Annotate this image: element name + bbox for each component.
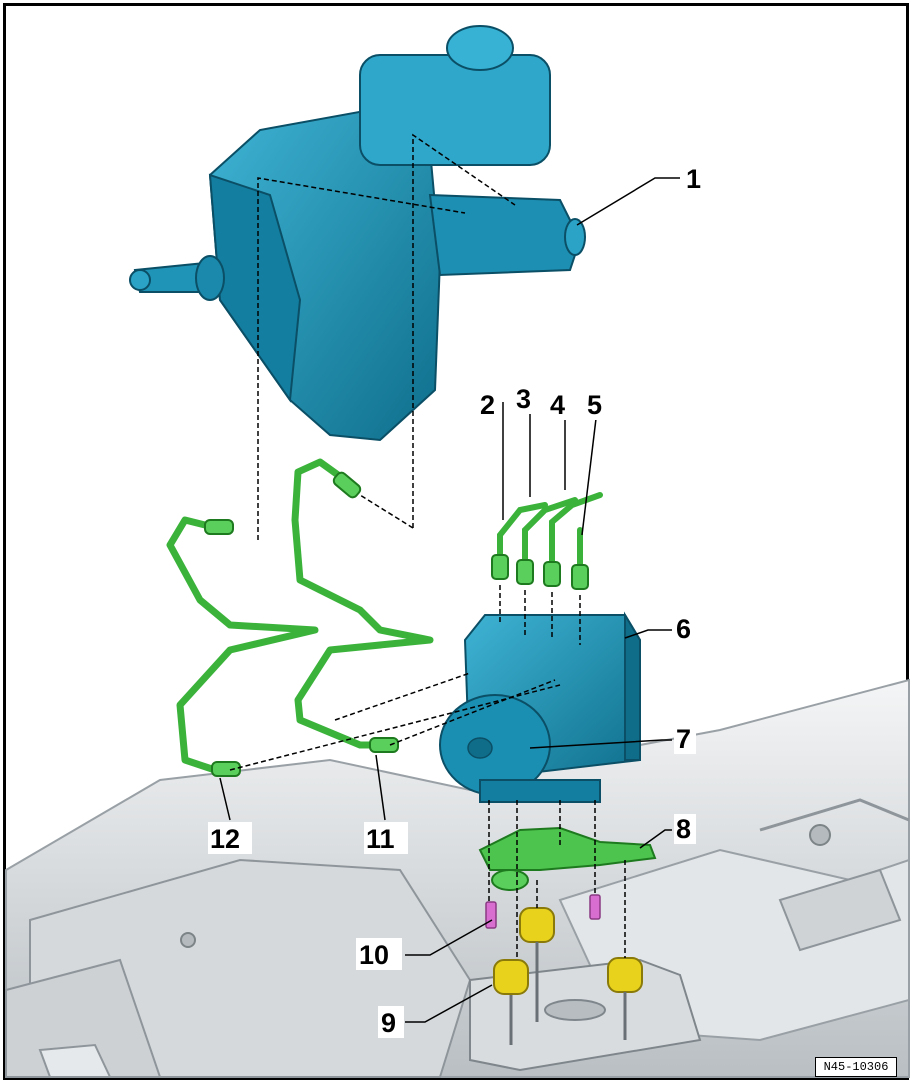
figure-reference-code: N45-10306 (815, 1057, 897, 1077)
abs-control-unit (439, 611, 641, 803)
callout-6: 6 (674, 614, 696, 644)
brake-line-11-upper-fitting (332, 471, 362, 499)
vehicle-body-panel (5, 678, 910, 1078)
brake-line-12 (166, 516, 319, 774)
callout-1: 1 (684, 162, 708, 194)
svg-text:10: 10 (359, 940, 389, 970)
svg-text:1: 1 (686, 164, 701, 194)
bracket-foot (491, 869, 529, 891)
brake-line-11-lower-fitting (369, 737, 399, 753)
svg-text:5: 5 (587, 390, 602, 420)
brake-line-fittings (491, 554, 589, 590)
svg-text:9: 9 (381, 1008, 396, 1038)
svg-text:4: 4 (550, 390, 565, 420)
callout-10: 10 (356, 938, 402, 970)
brake-booster-master-cylinder (129, 25, 586, 442)
callout-8: 8 (674, 814, 696, 844)
callout-11: 11 (364, 822, 408, 854)
callout-9: 9 (378, 1006, 404, 1038)
svg-text:6: 6 (676, 614, 691, 644)
assembly-guide-lines (229, 133, 626, 960)
brake-line-12-upper-fitting (204, 519, 234, 535)
callout-3: 3 (514, 384, 536, 414)
brake-line-12-lower-fitting (211, 761, 241, 777)
bracket-studs (509, 942, 627, 1045)
brake-line-11 (291, 458, 434, 749)
svg-text:3: 3 (516, 384, 531, 414)
callout-12: 12 (208, 822, 252, 854)
svg-text:7: 7 (676, 724, 691, 754)
callout-4: 4 (548, 390, 570, 420)
callout-2: 2 (478, 390, 500, 420)
callout-5: 5 (585, 390, 607, 420)
svg-text:11: 11 (366, 824, 395, 854)
rubber-mounts-9 (493, 907, 643, 995)
callout-7: 7 (674, 724, 696, 754)
svg-text:8: 8 (676, 814, 691, 844)
svg-text:2: 2 (480, 390, 495, 420)
svg-text:12: 12 (210, 824, 240, 854)
